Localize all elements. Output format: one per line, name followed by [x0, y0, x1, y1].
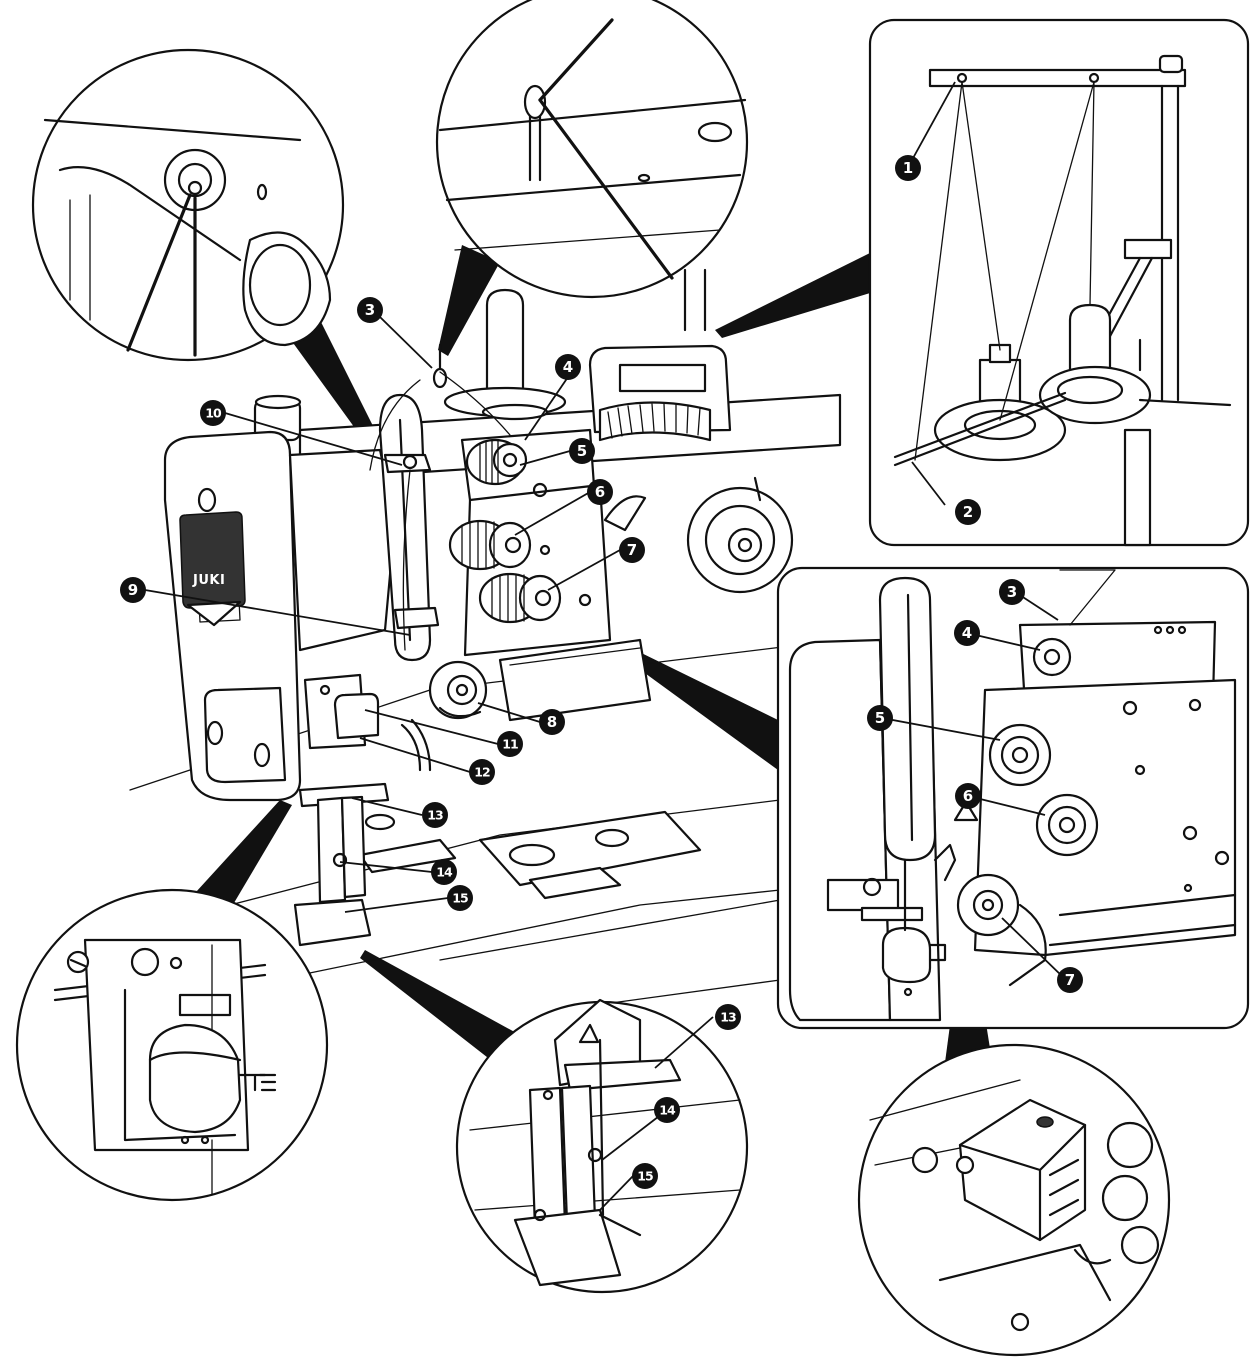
svg-text:3: 3: [365, 301, 375, 319]
svg-text:11: 11: [502, 737, 518, 752]
svg-text:10: 10: [205, 406, 222, 421]
callout-13-detail: 13: [715, 1004, 741, 1030]
svg-text:15: 15: [452, 891, 468, 906]
callout-7: 7: [619, 537, 645, 563]
callout-10: 10: [200, 400, 226, 426]
svg-text:14: 14: [659, 1103, 676, 1118]
svg-text:15: 15: [637, 1169, 653, 1184]
detail-face-guide-circle: [31, 48, 345, 362]
svg-text:9: 9: [128, 581, 138, 599]
svg-text:12: 12: [474, 765, 490, 780]
svg-text:7: 7: [1065, 971, 1075, 989]
juki-logo: JUKI: [192, 573, 225, 588]
callout-3: 3: [357, 297, 383, 323]
callout-15: 15: [447, 885, 473, 911]
detail-tension-panel: [776, 566, 1250, 1030]
detail-thread-stand: [868, 18, 1250, 547]
callout-badges: 1 2 3 4 5 6 7 8 9 10 11 12 13 14 15 3 4 …: [120, 155, 1083, 1189]
svg-text:7: 7: [627, 541, 637, 559]
callout-6: 6: [587, 479, 613, 505]
callout-5-detail: 5: [867, 705, 893, 731]
svg-text:13: 13: [427, 808, 443, 823]
callout-6-detail: 6: [955, 783, 981, 809]
callout-13: 13: [422, 802, 448, 828]
callout-5: 5: [569, 438, 595, 464]
callout-15-detail: 15: [632, 1163, 658, 1189]
callout-7-detail: 7: [1057, 967, 1083, 993]
detail-presser-foot-circle: [455, 998, 749, 1294]
callout-11: 11: [497, 731, 523, 757]
callout-14-detail: 14: [654, 1097, 680, 1123]
detail-needle-clamp-circle: [15, 888, 329, 1202]
callout-3-detail: 3: [999, 579, 1025, 605]
svg-text:13: 13: [720, 1010, 736, 1025]
callout-4: 4: [555, 354, 581, 380]
callout-4-detail: 4: [954, 620, 980, 646]
svg-text:14: 14: [436, 865, 453, 880]
svg-text:3: 3: [1007, 583, 1017, 601]
detail-thread-guide-circle: [435, 0, 749, 299]
sewing-machine-main: JUKI: [129, 268, 842, 1011]
detail-thread-guide-9-circle: [857, 1043, 1171, 1357]
callout-9: 9: [120, 577, 146, 603]
callout-14: 14: [431, 859, 457, 885]
callout-2: 2: [955, 499, 981, 525]
svg-text:2: 2: [963, 503, 973, 521]
callout-12: 12: [469, 759, 495, 785]
callout-1: 1: [895, 155, 921, 181]
svg-text:5: 5: [577, 442, 587, 460]
callout-8: 8: [539, 709, 565, 735]
svg-text:5: 5: [875, 709, 885, 727]
svg-text:4: 4: [962, 624, 972, 642]
svg-text:6: 6: [963, 787, 973, 805]
svg-text:8: 8: [547, 713, 557, 731]
svg-text:4: 4: [563, 358, 573, 376]
svg-text:1: 1: [903, 159, 913, 177]
svg-text:6: 6: [595, 483, 605, 501]
